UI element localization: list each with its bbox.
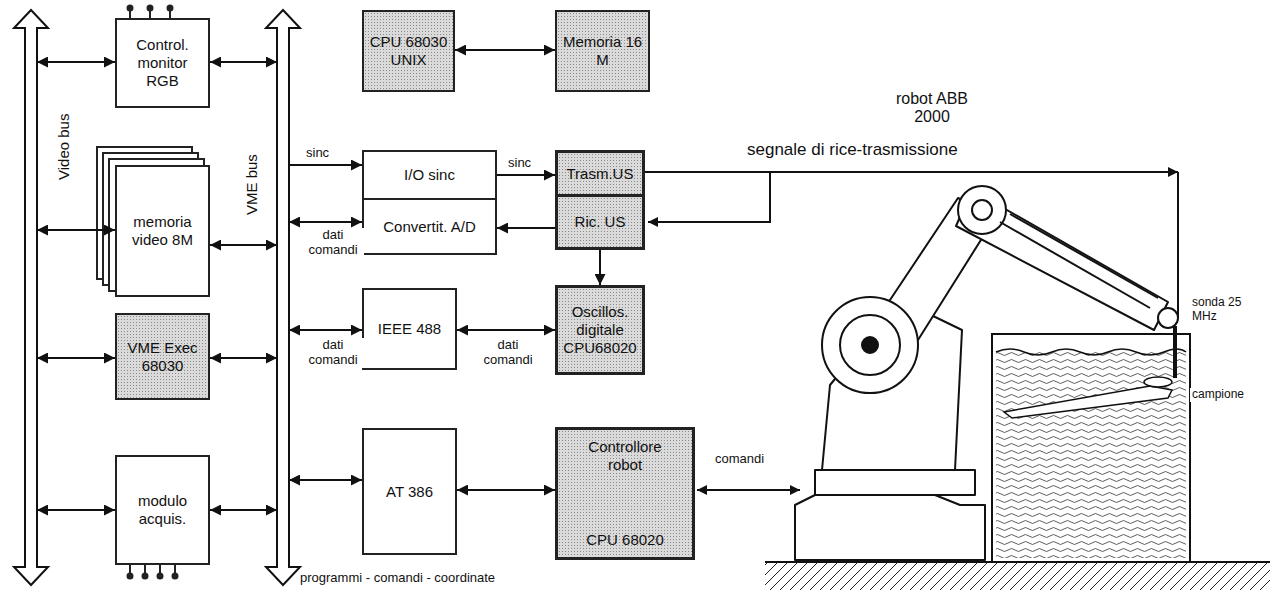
signal-label: segnale di rice-trasmissione <box>745 140 960 160</box>
box-text: Convertit. A/D <box>383 218 476 236</box>
connector-arrow <box>289 329 362 331</box>
box-text: VME Exec 68030 <box>121 339 204 375</box>
connector-arrow <box>210 61 277 63</box>
command-label: comandi <box>713 452 766 467</box>
connector-arrow <box>210 244 277 246</box>
io-box: I/O sinc <box>362 150 497 200</box>
floor <box>765 562 1270 590</box>
box-text: Oscillos. digitale CPU68020 <box>562 303 638 357</box>
box-text: Controllore robot <box>575 438 675 474</box>
robot-arm <box>795 186 1178 560</box>
bus-label: VME bus <box>243 154 261 215</box>
converter-box: Convertit. A/D <box>362 198 497 255</box>
double-arrow <box>14 10 48 585</box>
signal-label: sinc <box>506 156 533 171</box>
connector-arrow <box>37 357 115 359</box>
pc-box: AT 386 <box>362 428 457 555</box>
signal-label: sinc <box>304 146 331 161</box>
connector-arrow <box>455 49 555 51</box>
signal-label: dati comandi <box>470 338 546 368</box>
acquisition-box: modulo acquis. <box>115 455 210 565</box>
interface-box: IEEE 488 <box>362 288 457 370</box>
bus-arrow: VME bus <box>277 10 289 585</box>
box-text: I/O sinc <box>404 166 455 184</box>
program-label: programmi - comandi - coordinate <box>298 571 497 586</box>
box-text: AT 386 <box>386 483 433 501</box>
monitor-controller-box: Control. monitor RGB <box>115 18 210 108</box>
exec-box: VME Exec 68030 <box>115 313 210 400</box>
connector-arrow <box>289 479 362 481</box>
water-tank <box>992 334 1190 562</box>
memory-box: Memoria 16 M <box>555 10 650 92</box>
box-text: CPU 68030 UNIX <box>368 33 449 69</box>
box-text: Memoria 16 M <box>561 33 644 69</box>
bus-shape <box>14 10 48 585</box>
signal-label: dati comandi <box>302 338 364 368</box>
cpu-box: CPU 68030 UNIX <box>362 10 455 92</box>
bus-shape <box>266 10 300 585</box>
connector-arrow <box>497 174 555 176</box>
connector-arrow <box>497 227 555 229</box>
connector-arrow <box>37 61 115 63</box>
robot-controller-box: Controllore robotCPU 68020 <box>555 427 695 560</box>
connector-arrow <box>599 250 601 285</box>
connector-arrow <box>457 489 555 491</box>
double-arrow <box>266 10 300 585</box>
probe-label: sonda 25 MHz <box>1190 296 1256 324</box>
connector-arrow <box>37 229 115 231</box>
box-text: IEEE 488 <box>378 320 441 338</box>
connector-arrow <box>210 509 277 511</box>
robot-label: robot ABB 2000 <box>880 90 984 127</box>
box-text: Control. monitor RGB <box>121 36 204 90</box>
connector-arrow <box>37 509 115 511</box>
sample-label: campione <box>1190 388 1246 402</box>
transmitter-box: Trasm.US <box>555 150 645 197</box>
signal-label: dati comandi <box>302 228 364 258</box>
connector-arrow <box>210 357 277 359</box>
connector-arrow <box>457 329 555 331</box>
connector-arrow <box>289 221 362 223</box>
oscilloscope-box: Oscillos. digitale CPU68020 <box>555 285 645 375</box>
box-text: Ric. US <box>575 213 626 231</box>
box-text: CPU 68020 <box>586 531 664 549</box>
box-text: modulo acquis. <box>121 492 204 528</box>
box-text: memoria video 8M <box>121 213 204 249</box>
video-memory-box: memoria video 8M <box>115 165 210 297</box>
bus-arrow: Video bus <box>25 10 37 585</box>
box-text: Trasm.US <box>567 165 634 183</box>
connector-arrow <box>289 164 362 166</box>
bus-label: Video bus <box>55 114 73 180</box>
receiver-box: Ric. US <box>555 194 645 250</box>
